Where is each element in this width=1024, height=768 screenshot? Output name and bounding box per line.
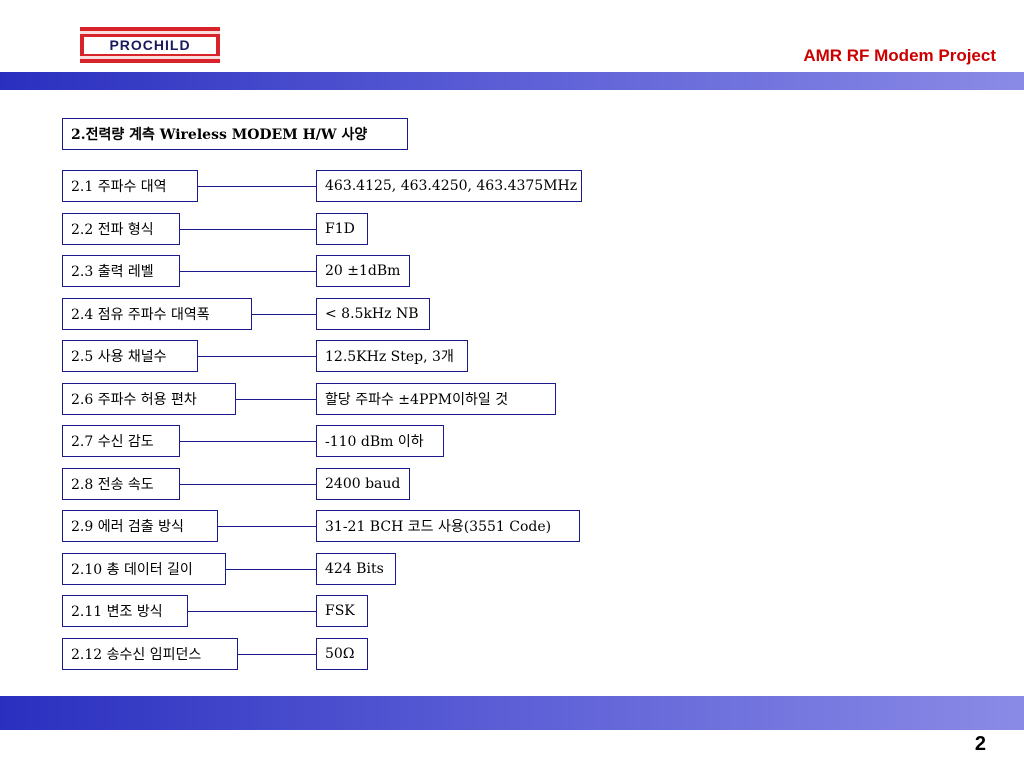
connector-line — [180, 271, 316, 272]
connector-line — [188, 611, 316, 612]
spec-value: < 8.5kHz NB — [316, 298, 430, 330]
spec-label: 2.5 사용 채널수 — [62, 340, 198, 372]
top-band — [0, 72, 1024, 90]
logo-text: PROCHILD — [109, 37, 190, 53]
connector-line — [198, 186, 316, 187]
spec-value: FSK — [316, 595, 368, 627]
spec-label: 2.9 에러 검출 방식 — [62, 510, 218, 542]
spec-label: 2.6 주파수 허용 편차 — [62, 383, 236, 415]
spec-label: 2.3 출력 레벨 — [62, 255, 180, 287]
prochild-logo: PROCHILD — [80, 27, 220, 63]
page-number: 2 — [974, 733, 986, 755]
spec-value: 할당 주파수 ±4PPM이하일 것 — [316, 383, 556, 415]
connector-line — [236, 399, 316, 400]
spec-value: F1D — [316, 213, 368, 245]
spec-label: 2.2 전파 형식 — [62, 213, 180, 245]
spec-label: 2.4 점유 주파수 대역폭 — [62, 298, 252, 330]
spec-label: 2.10 총 데이터 길이 — [62, 553, 226, 585]
connector-line — [218, 526, 316, 527]
spec-label: 2.12 송수신 임피던스 — [62, 638, 238, 670]
spec-value: 12.5KHz Step, 3개 — [316, 340, 468, 372]
connector-line — [180, 484, 316, 485]
connector-line — [226, 569, 316, 570]
connector-line — [180, 441, 316, 442]
header-title: AMR RF Modem Project — [803, 46, 996, 65]
spec-value: 31-21 BCH 코드 사용(3551 Code) — [316, 510, 580, 542]
spec-label: 2.1 주파수 대역 — [62, 170, 198, 202]
spec-label: 2.7 수신 감도 — [62, 425, 180, 457]
spec-label: 2.8 전송 속도 — [62, 468, 180, 500]
connector-line — [238, 654, 316, 655]
spec-value: 424 Bits — [316, 553, 396, 585]
connector-line — [180, 229, 316, 230]
bottom-band — [0, 696, 1024, 730]
spec-value: 20 ±1dBm — [316, 255, 410, 287]
spec-value: -110 dBm 이하 — [316, 425, 444, 457]
spec-value: 2400 baud — [316, 468, 410, 500]
spec-value: 50Ω — [316, 638, 368, 670]
connector-line — [252, 314, 316, 315]
spec-value: 463.4125, 463.4250, 463.4375MHz — [316, 170, 582, 202]
spec-label: 2.11 변조 방식 — [62, 595, 188, 627]
section-title: 2.전력량 계측 Wireless MODEM H/W 사양 — [62, 118, 408, 150]
connector-line — [198, 356, 316, 357]
